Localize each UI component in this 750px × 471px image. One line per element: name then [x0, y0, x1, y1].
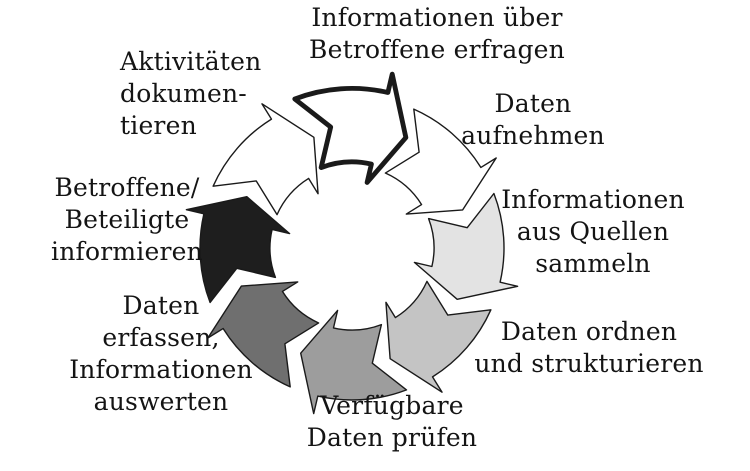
label-line: auswerten [93, 387, 229, 416]
step-label-informationen-ueber-betroffene-erfragen: Informationen über Betroffene erfragen [309, 2, 565, 66]
label-line: aus Quellen [516, 217, 670, 246]
label-line: Informationen [69, 355, 253, 384]
label-line: Daten [494, 89, 572, 118]
label-line: Beteiligte [64, 205, 190, 234]
label-line: Betroffene erfragen [309, 35, 565, 64]
label-line: erfassen, [102, 323, 220, 352]
label-line: informieren [51, 237, 203, 266]
label-line: Betroffene/ [54, 173, 200, 202]
label-line: Daten ordnen [500, 317, 678, 346]
label-line: Daten prüfen [306, 423, 478, 452]
step-label-daten-ordnen-und-strukturieren: Daten ordnen und strukturieren [474, 316, 703, 380]
label-line: und strukturieren [474, 349, 704, 378]
step-label-verfuegbare-daten-pruefen: Verfügbare Daten prüfen [307, 390, 477, 454]
step-label-aktivitaeten-dokumentieren: Aktivitäten dokumen- tieren [120, 46, 261, 142]
label-line: Aktivitäten [120, 47, 262, 76]
label-line: tieren [120, 111, 197, 140]
label-line: Verfügbare [320, 391, 464, 420]
step-label-informationen-aus-quellen-sammeln: Informationen aus Quellen sammeln [501, 184, 685, 280]
label-line: Daten [122, 291, 200, 320]
label-line: dokumen- [120, 79, 247, 108]
label-line: aufnehmen [461, 121, 605, 150]
step-label-daten-erfassen-informationen-auswerten: Daten erfassen, Informationen auswerten [69, 290, 253, 418]
label-line: Informationen über [311, 3, 563, 32]
step-label-betroffene-beteiligte-informieren: Betroffene/ Beteiligte informieren [51, 172, 203, 268]
step-label-daten-aufnehmen: Daten aufnehmen [461, 88, 605, 152]
label-line: Informationen [501, 185, 685, 214]
label-line: sammeln [535, 249, 651, 278]
